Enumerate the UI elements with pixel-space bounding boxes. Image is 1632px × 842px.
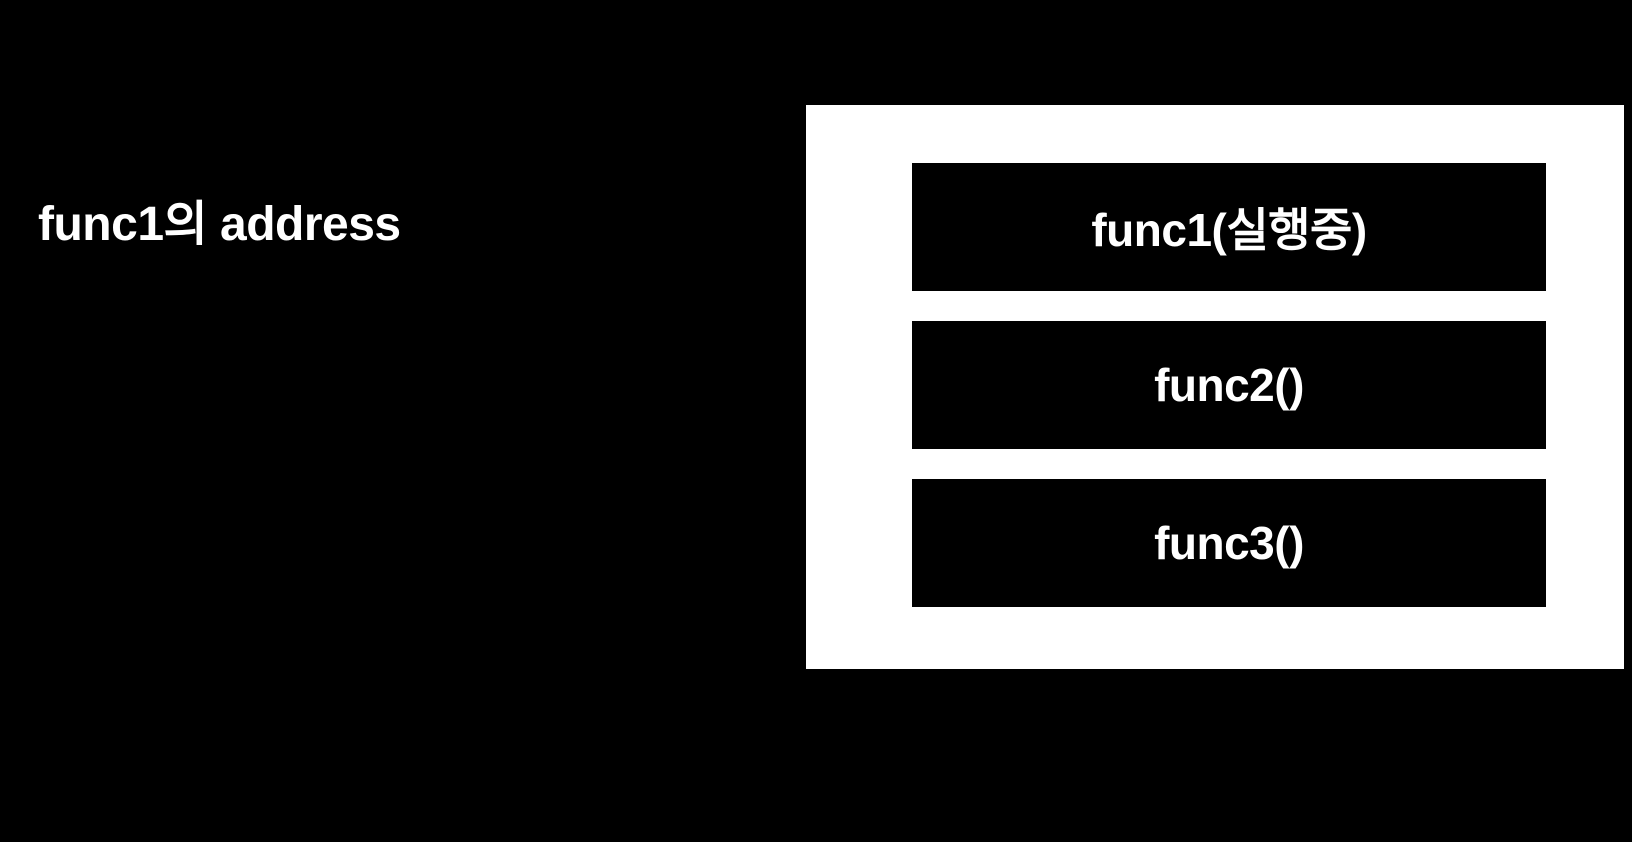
stack-panel: func1(실행중) func2() func3() — [806, 105, 1624, 669]
stack-frame-func1: func1(실행중) — [912, 163, 1546, 291]
stack-frame-func2: func2() — [912, 321, 1546, 449]
caption-func1-address: func1의 address — [38, 198, 401, 251]
stack-frame-func3: func3() — [912, 479, 1546, 607]
